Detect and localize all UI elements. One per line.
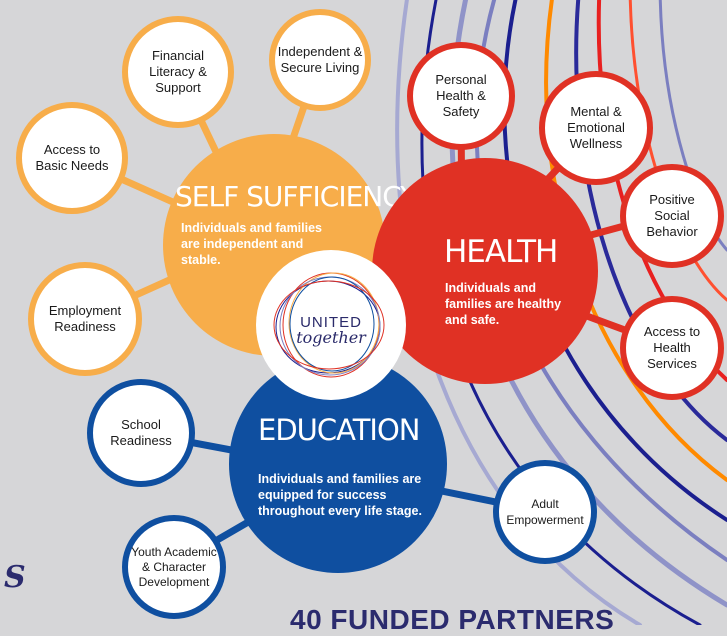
self-sufficiency-desc: Individuals and families are independent… (181, 221, 323, 267)
logo-united: UNITED (300, 314, 362, 331)
node-access-health-label: Access to Health Services (643, 324, 701, 371)
node-independent-living-label: Independent & Secure Living (277, 44, 363, 75)
node-youth-academic: Youth Academic & Character Development (122, 515, 226, 619)
health-title: HEALTH (444, 234, 558, 270)
node-school-readiness: School Readiness (87, 379, 195, 487)
education-desc: Individuals and families are equipped fo… (258, 472, 422, 518)
node-personal-health-label: Personal Health & Safety (435, 72, 487, 119)
logo-together: together (296, 328, 366, 347)
node-mental-wellness: Mental & Emotional Wellness (539, 71, 653, 185)
node-positive-behavior-label: Positive Social Behavior (646, 192, 698, 239)
united-together-logo: UNITED together (256, 250, 406, 400)
circle-logo-icon (273, 272, 385, 378)
node-youth-academic-label: Youth Academic & Character Development (131, 544, 217, 589)
node-financial-literacy: Financial Literacy & Support (122, 16, 234, 128)
node-financial-literacy-label: Financial Literacy & Support (149, 48, 207, 95)
node-personal-health: Personal Health & Safety (407, 42, 515, 150)
node-employment-readiness: Employment Readiness (28, 262, 142, 376)
node-school-readiness-label: School Readiness (110, 417, 172, 448)
node-mental-wellness-label: Mental & Emotional Wellness (567, 104, 625, 151)
node-employment-readiness-label: Employment Readiness (48, 303, 122, 334)
node-independent-living: Independent & Secure Living (269, 9, 371, 111)
node-basic-needs-label: Access to Basic Needs (35, 142, 109, 173)
health-desc: Individuals and families are healthy and… (445, 281, 562, 327)
footer-left-letter: S (4, 560, 26, 595)
funded-partners-heading: 40 FUNDED PARTNERS (290, 604, 615, 635)
self-sufficiency-title: SELF SUFFICIENCY (175, 180, 417, 213)
education-hub: EDUCATION Individuals and families are e… (229, 355, 447, 573)
education-title: EDUCATION (258, 413, 421, 447)
node-adult-empowerment-label: Adult Empowerment (506, 497, 584, 527)
node-positive-behavior: Positive Social Behavior (620, 164, 724, 268)
node-access-health: Access to Health Services (620, 296, 724, 400)
node-adult-empowerment: Adult Empowerment (493, 460, 597, 564)
node-basic-needs: Access to Basic Needs (16, 102, 128, 214)
health-hub: HEALTH Individuals and families are heal… (372, 158, 598, 384)
